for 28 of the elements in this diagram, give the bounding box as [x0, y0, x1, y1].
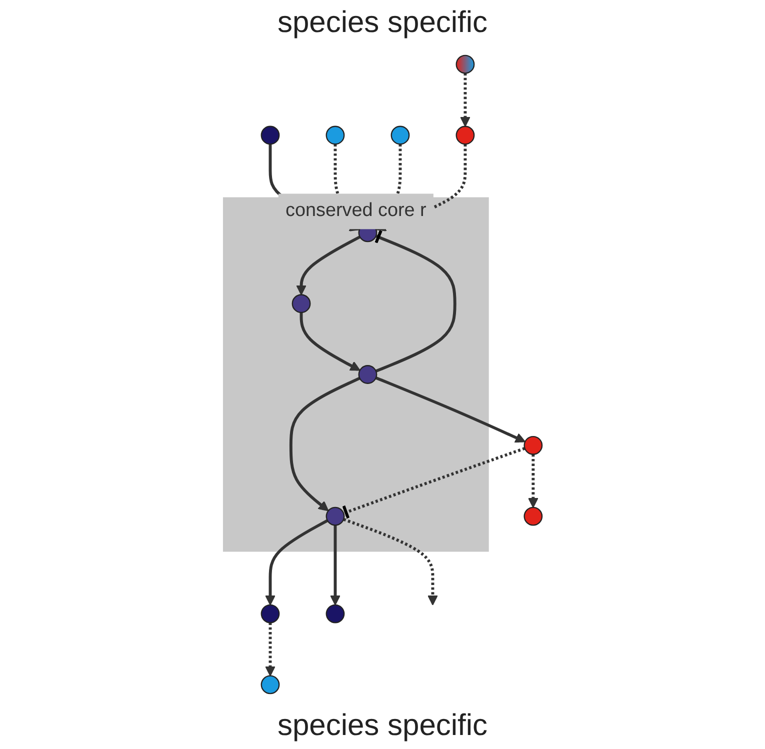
arrow	[460, 73, 470, 127]
arrow	[375, 376, 526, 443]
arrow	[300, 312, 360, 371]
annotation-text: species specific	[277, 6, 488, 40]
node-circle	[260, 126, 280, 145]
node-circle	[326, 604, 345, 624]
arrow	[330, 525, 340, 606]
node-circle	[260, 604, 280, 624]
node-circle	[260, 675, 280, 694]
cluster: conserved core r	[222, 197, 489, 552]
node-circle	[524, 506, 543, 526]
arrow	[265, 622, 276, 676]
node-circle	[524, 436, 543, 455]
arrow	[528, 454, 538, 508]
arrow	[289, 376, 360, 512]
node-circle	[456, 54, 475, 74]
connector	[374, 228, 456, 373]
arrow	[296, 236, 361, 296]
node-circle	[326, 506, 345, 526]
arrow	[343, 518, 438, 606]
node-circle	[326, 126, 345, 145]
node-circle	[456, 126, 475, 145]
annotation-text: species specific	[277, 709, 488, 743]
node-circle	[358, 365, 378, 384]
node-circle	[390, 126, 410, 145]
connector	[342, 446, 526, 520]
arrow	[265, 519, 328, 606]
node-circle	[292, 294, 311, 314]
